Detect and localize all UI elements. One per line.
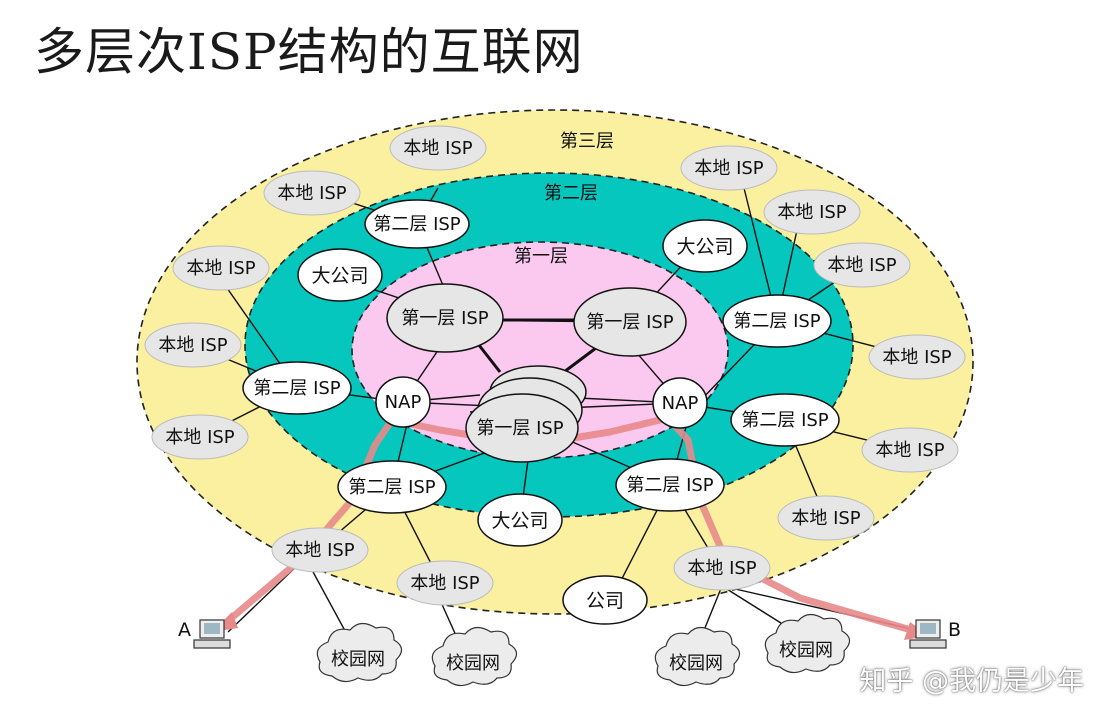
tier2-isp-node bbox=[615, 458, 725, 512]
local-isp-label: 本地 ISP bbox=[791, 508, 860, 529]
campus-net-label: 校园网 bbox=[331, 649, 385, 670]
local-isp-node bbox=[271, 527, 369, 573]
big-company-label: 大公司 bbox=[491, 510, 548, 532]
local-isp-label: 本地 ISP bbox=[777, 202, 846, 223]
host-b-computer-icon bbox=[909, 619, 947, 649]
host-b-label: B bbox=[948, 619, 961, 641]
local-isp-label: 本地 ISP bbox=[875, 440, 944, 461]
first-layer-label: 第一层 bbox=[514, 246, 568, 267]
tier1-isp-node bbox=[386, 283, 504, 353]
local-isp-label: 本地 ISP bbox=[827, 255, 896, 276]
tier2-isp-node bbox=[730, 393, 840, 447]
company-label: 公司 bbox=[586, 590, 624, 612]
local-isp-label: 本地 ISP bbox=[403, 138, 472, 159]
local-isp-label: 本地 ISP bbox=[158, 335, 227, 356]
big-company-node bbox=[477, 493, 563, 547]
local-isp-node bbox=[868, 334, 966, 380]
big-company-label: 大公司 bbox=[676, 236, 733, 258]
campus-net-label: 校园网 bbox=[446, 653, 500, 674]
nap-node bbox=[375, 376, 431, 428]
local-isp-node bbox=[680, 145, 778, 191]
local-isp-node bbox=[396, 560, 494, 606]
campus-net-cloud bbox=[654, 626, 741, 687]
tier2-isp-label: 第二层 ISP bbox=[348, 477, 435, 498]
tier2-isp-label: 第二层 ISP bbox=[733, 311, 820, 332]
watermark-site: 知乎 bbox=[859, 666, 914, 697]
local-isp-label: 本地 ISP bbox=[882, 347, 951, 368]
local-isp-node bbox=[263, 170, 361, 216]
watermark: 知乎 @我仍是少年 bbox=[859, 659, 1084, 698]
big-company-label: 大公司 bbox=[311, 265, 368, 287]
local-isp-node bbox=[673, 545, 771, 591]
page-title: 多层次ISP结构的互联网 bbox=[34, 23, 584, 81]
host-a-label: A bbox=[178, 619, 191, 641]
host-a-computer-icon bbox=[193, 619, 231, 649]
local-isp-label: 本地 ISP bbox=[165, 427, 234, 448]
tier2-isp-node bbox=[722, 294, 832, 348]
nap-label: NAP bbox=[662, 393, 699, 414]
tier2-isp-label: 第二层 ISP bbox=[373, 214, 460, 235]
tier2-isp-node bbox=[242, 361, 352, 415]
local-isp-node bbox=[172, 245, 270, 291]
watermark-author: @我仍是少年 bbox=[922, 666, 1084, 697]
local-isp-label: 本地 ISP bbox=[687, 558, 756, 579]
nap-label: NAP bbox=[385, 392, 422, 413]
local-isp-node bbox=[389, 125, 487, 171]
tier2-isp-label: 第二层 ISP bbox=[741, 410, 828, 431]
local-isp-node bbox=[861, 427, 959, 473]
campus-net-cloud bbox=[431, 626, 518, 687]
tier1-isp-label: 第一层 ISP bbox=[476, 418, 563, 439]
campus-net-label: 校园网 bbox=[779, 640, 833, 661]
local-isp-label: 本地 ISP bbox=[186, 258, 255, 279]
local-isp-label: 本地 ISP bbox=[694, 158, 763, 179]
nap-node bbox=[652, 377, 708, 429]
tier1-isp-node bbox=[573, 287, 687, 357]
local-isp-node bbox=[763, 189, 861, 235]
big-company-node bbox=[297, 248, 383, 302]
big-company-node bbox=[662, 219, 748, 273]
local-isp-label: 本地 ISP bbox=[277, 183, 346, 204]
tier1-isp-node bbox=[465, 393, 579, 463]
tier2-isp-label: 第二层 ISP bbox=[253, 378, 340, 399]
company-node bbox=[562, 575, 648, 625]
local-isp-node bbox=[813, 242, 911, 288]
local-isp-node bbox=[144, 322, 242, 368]
tier2-isp-node bbox=[364, 199, 470, 249]
campus-net-cloud bbox=[764, 613, 851, 674]
tier2-isp-label: 第二层 ISP bbox=[626, 475, 713, 496]
third-layer-label: 第三层 bbox=[560, 131, 614, 152]
local-isp-node bbox=[151, 414, 249, 460]
tier1-isp-label: 第一层 ISP bbox=[586, 312, 673, 333]
local-isp-node bbox=[777, 495, 875, 541]
campus-net-label: 校园网 bbox=[669, 653, 723, 674]
campus-net-cloud bbox=[316, 622, 403, 683]
tier1-isp-label: 第一层 ISP bbox=[401, 308, 488, 329]
second-layer-label: 第二层 bbox=[544, 183, 598, 204]
local-isp-label: 本地 ISP bbox=[410, 573, 479, 594]
local-isp-label: 本地 ISP bbox=[285, 540, 354, 561]
tier2-isp-node bbox=[337, 460, 447, 514]
